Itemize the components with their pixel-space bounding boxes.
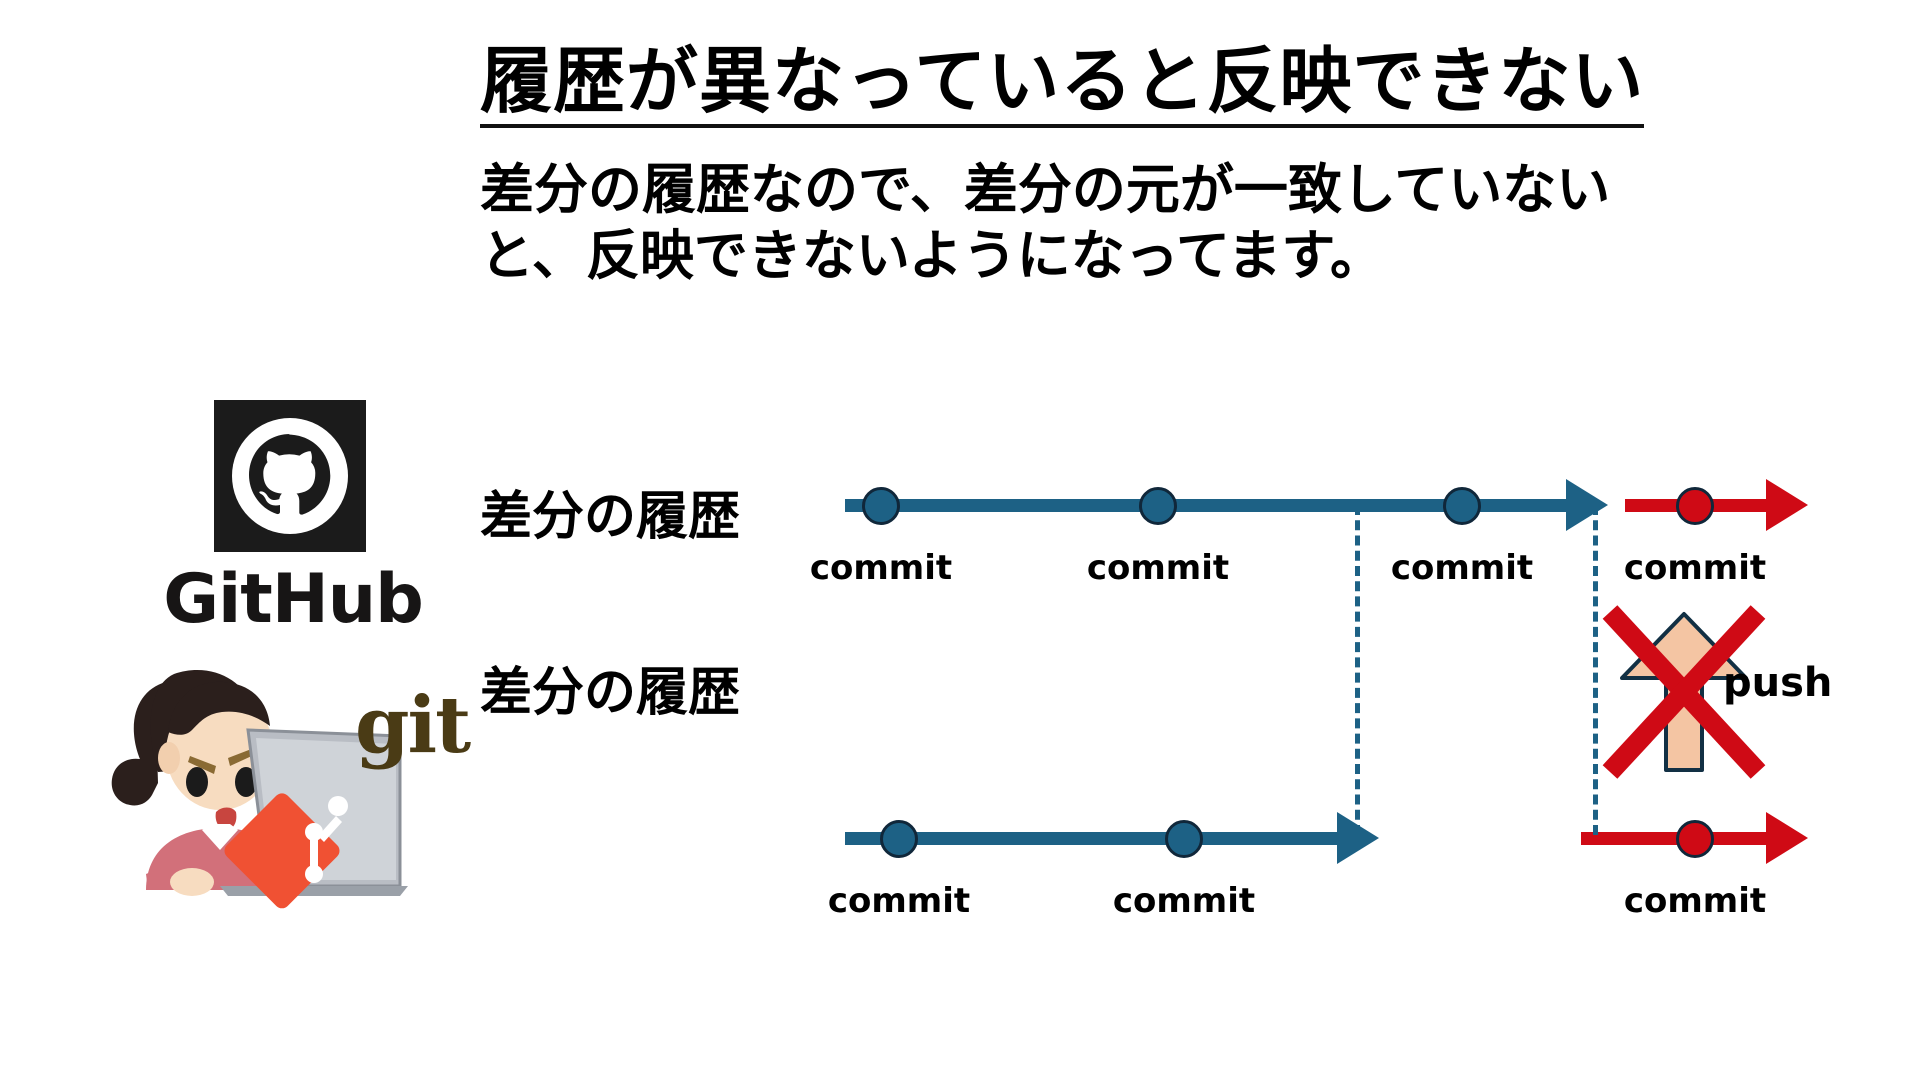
git-wordmark: git (355, 680, 471, 771)
divergence-guide-right (1593, 505, 1598, 835)
local-rejected-commit-dot[interactable] (1676, 820, 1714, 858)
remote-commit-dot-2[interactable] (1139, 487, 1177, 525)
local-commit-caption-2: commit (1112, 881, 1256, 921)
push-blocked-group (1596, 600, 1806, 780)
local-history-line (845, 832, 1339, 845)
push-label: push (1723, 660, 1833, 706)
page-title: 履歴が異なっていると反映できない (480, 43, 1645, 128)
remote-commit-caption-2: commit (1086, 548, 1230, 588)
local-commit-dot-1[interactable] (880, 820, 918, 858)
remote-commit-dot-3[interactable] (1443, 487, 1481, 525)
remote-rejected-commit-caption: commit (1623, 548, 1767, 588)
remote-commit-dot-1[interactable] (862, 487, 900, 525)
github-octocat-icon (232, 418, 348, 534)
local-rejected-commit-caption: commit (1623, 881, 1767, 921)
local-rejected-arrowhead (1766, 812, 1808, 864)
github-wordmark: GitHub (163, 560, 424, 639)
divergence-guide-left (1355, 505, 1360, 835)
remote-commit-caption-3: commit (1390, 548, 1534, 588)
github-logo-tile (214, 400, 366, 552)
local-row-label: 差分の履歴 (480, 664, 741, 722)
remote-rejected-arrowhead (1766, 479, 1808, 531)
cross-out-icon (1602, 605, 1766, 779)
subtitle-line-1: 差分の履歴なので、差分の元が一致していない (480, 160, 1611, 220)
local-rejected-line (1581, 832, 1768, 845)
remote-history-arrowhead (1566, 479, 1608, 531)
remote-history-line (845, 499, 1568, 512)
page-subtitle: 差分の履歴なので、差分の元が一致していない と、反映できないようになってます。 (480, 158, 1610, 290)
local-commit-caption-1: commit (827, 881, 971, 921)
remote-row-label: 差分の履歴 (480, 488, 741, 546)
remote-commit-caption-1: commit (809, 548, 953, 588)
person-at-laptop-illustration (70, 660, 408, 909)
local-commit-dot-2[interactable] (1165, 820, 1203, 858)
remote-rejected-commit-dot[interactable] (1676, 487, 1714, 525)
subtitle-line-2: と、反映できないようになってます。 (480, 225, 1384, 286)
